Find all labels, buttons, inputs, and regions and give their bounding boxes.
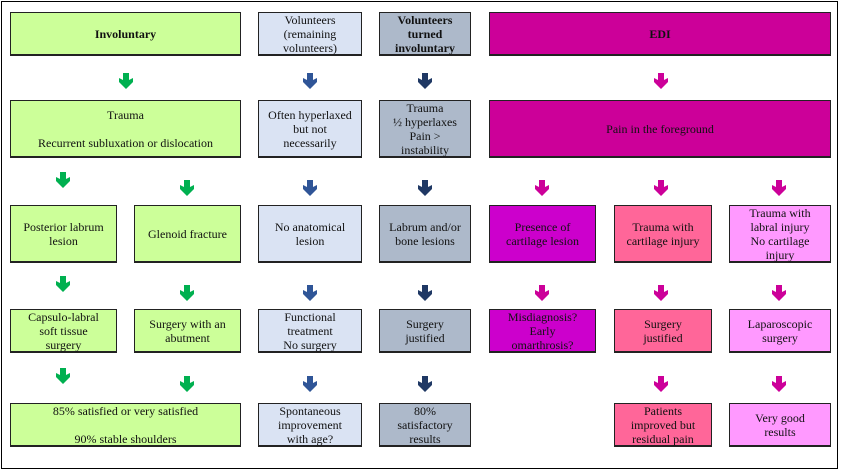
misdiagnosis-omarthrosis: Misdiagnosis? Early omarthrosis? <box>489 309 596 353</box>
arrow-down-icon <box>417 180 433 196</box>
glenoid-fracture: Glenoid fracture <box>134 205 241 263</box>
arrow-down-icon <box>534 180 550 196</box>
arrow-down-icon <box>417 376 433 392</box>
arrow-down-icon <box>179 285 195 301</box>
satisfactory-results: 80% satisfactory results <box>379 403 471 447</box>
labrum-bone-lesions: Labrum and/or bone lesions <box>379 205 471 263</box>
arrow-down-icon <box>653 285 669 301</box>
arrow-down-icon <box>302 376 318 392</box>
edi-pain-foreground: Pain in the foreground <box>489 100 831 158</box>
laparoscopic-surgery: Laparoscopic surgery <box>729 309 831 353</box>
arrow-down-icon <box>302 73 318 89</box>
surgery-justified-edi: Surgery justified <box>614 309 712 353</box>
surgery-with-abutment: Surgery with an abutment <box>134 309 241 353</box>
capsulo-labral-surgery: Capsulo-labral soft tissue surgery <box>10 309 117 353</box>
arrow-down-icon <box>55 368 71 384</box>
volunteers-turned-trauma: Trauma ½ hyperlaxes Pain > instability <box>379 100 471 158</box>
very-good-results: Very good results <box>729 403 831 447</box>
trauma-labral-injury: Trauma with labral injury No cartilage i… <box>729 205 831 263</box>
functional-treatment: Functional treatment No surgery <box>258 309 362 353</box>
surgery-justified-volunteers: Surgery justified <box>379 309 471 353</box>
arrow-down-icon <box>302 180 318 196</box>
arrow-down-icon <box>55 276 71 292</box>
header-involuntary: Involuntary <box>10 12 241 56</box>
involuntary-trauma: Trauma Recurrent subluxation or dislocat… <box>10 100 241 158</box>
presence-cartilage-lesion: Presence of cartilage lesion <box>489 205 596 263</box>
arrow-down-icon <box>302 285 318 301</box>
arrow-down-icon <box>653 73 669 89</box>
posterior-labrum-lesion: Posterior labrum lesion <box>10 205 117 263</box>
arrow-down-icon <box>417 73 433 89</box>
arrow-down-icon <box>55 172 71 188</box>
arrow-down-icon <box>179 180 195 196</box>
arrow-down-icon <box>653 376 669 392</box>
arrow-down-icon <box>534 285 550 301</box>
arrow-down-icon <box>179 376 195 392</box>
arrow-down-icon <box>771 376 787 392</box>
volunteers-hyperlaxed: Often hyperlaxed but not necessarily <box>258 100 362 158</box>
no-anatomical-lesion: No anatomical lesion <box>258 205 362 263</box>
header-volunteers: Volunteers (remaining volunteers) <box>258 12 362 56</box>
arrow-down-icon <box>771 285 787 301</box>
arrow-down-icon <box>653 180 669 196</box>
patients-improved-residual-pain: Patients improved but residual pain <box>614 403 712 447</box>
trauma-cartilage-injury: Trauma with cartilage injury <box>614 205 712 263</box>
spontaneous-improvement: Spontaneous improvement with age? <box>258 403 362 447</box>
header-volunteers-turned: Volunteers turned involuntary <box>379 12 471 56</box>
arrow-down-icon <box>771 180 787 196</box>
arrow-down-icon <box>118 73 134 89</box>
header-edi: EDI <box>489 12 831 56</box>
involuntary-results: 85% satisfied or very satisfied 90% stab… <box>10 403 241 447</box>
header-volunteers-text: Volunteers (remaining volunteers) <box>283 12 337 55</box>
arrow-down-icon <box>417 285 433 301</box>
